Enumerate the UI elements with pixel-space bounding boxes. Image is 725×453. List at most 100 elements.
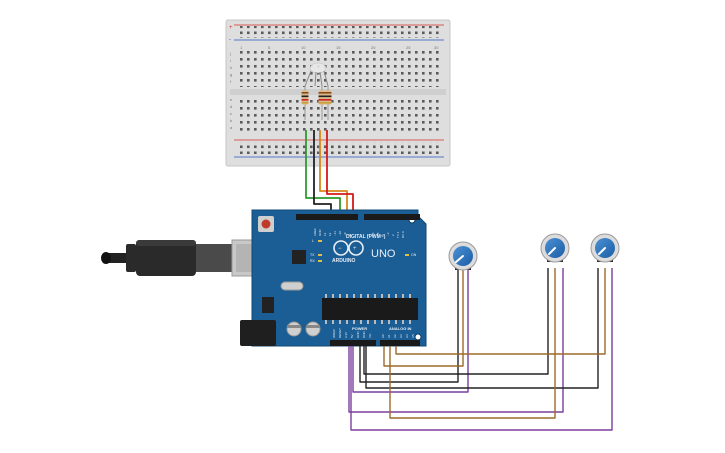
- pin-label-a4: A4: [405, 334, 409, 338]
- wire-5v-pot3[interactable]: [350, 268, 613, 431]
- pin-label-vin: Vin: [368, 333, 372, 338]
- pin-label-tx: TX 1: [396, 231, 400, 238]
- row-letter-j: j: [229, 51, 231, 56]
- led-on-label: ON: [411, 253, 417, 257]
- col-num-25: 25: [406, 45, 411, 50]
- pin-label-13: 13: [323, 232, 327, 236]
- pin-label-8: 8: [348, 234, 352, 236]
- pin-label-4: 4: [381, 234, 385, 236]
- crystal: [280, 281, 304, 291]
- capacitor: [305, 321, 321, 337]
- wire-5v-pot1[interactable]: [352, 268, 469, 393]
- reset-button[interactable]: [258, 216, 274, 232]
- pin-label-gnd1: GND: [356, 331, 360, 339]
- col-num-15: 15: [336, 45, 341, 50]
- pin-label-gnd2: GND: [362, 331, 366, 339]
- led-on: [405, 254, 409, 256]
- pin-label-reset: RESET: [338, 328, 342, 338]
- pin-label-a2: A2: [393, 334, 397, 338]
- wire-5v-pot2[interactable]: [348, 268, 564, 413]
- wire-gnd-pot1[interactable]: [359, 268, 459, 383]
- pin-label-3: ~3: [386, 232, 390, 236]
- led-tx: [318, 254, 322, 256]
- capacitor: [286, 321, 302, 337]
- resistor-1[interactable]: [301, 86, 309, 120]
- pin-label-rx: RX 0: [401, 231, 405, 238]
- pin-label-5: ~5: [376, 232, 380, 236]
- potentiometer-1[interactable]: [448, 241, 478, 271]
- wire-a0-pot1[interactable]: [383, 268, 464, 367]
- wire-gnd-pot3[interactable]: [365, 268, 599, 389]
- rail-minus-label: -: [229, 37, 231, 43]
- wire-gnd-pot2[interactable]: [363, 268, 549, 375]
- wire-a2-pot3[interactable]: [395, 268, 606, 355]
- upper-terminal-strip[interactable]: [236, 51, 440, 87]
- wire-a1-pot2[interactable]: [389, 268, 556, 419]
- col-num-30: 30: [434, 45, 439, 50]
- pin-label-10: ~10: [338, 231, 342, 236]
- wire-orange[interactable]: [319, 130, 348, 216]
- pin-label-a0: A0: [381, 334, 385, 338]
- top-power-rail[interactable]: + -: [229, 24, 444, 43]
- wire-red[interactable]: [326, 130, 354, 216]
- led-rx-label: RX: [310, 259, 316, 263]
- col-num-20: 20: [371, 45, 376, 50]
- digital-label: DIGITAL (PWM~): [346, 234, 386, 240]
- potentiometer-wires[interactable]: [348, 268, 613, 431]
- pin-label-a1: A1: [387, 334, 391, 338]
- bottom-power-rail[interactable]: [234, 139, 444, 158]
- lower-terminal-strip[interactable]: [236, 97, 440, 133]
- digital-header[interactable]: [296, 214, 420, 220]
- row-letter-e: e: [230, 97, 233, 102]
- arduino-logo: − +: [333, 240, 364, 256]
- led-l: [318, 240, 322, 242]
- pin-label-a3: A3: [399, 334, 403, 338]
- pin-label-6: ~6: [371, 232, 375, 236]
- row-letter-i: i: [230, 58, 231, 63]
- brand-label: ARDUINO: [332, 258, 355, 264]
- pin-label-12: 12: [328, 232, 332, 236]
- pin-label-gnd: GND: [318, 229, 322, 237]
- row-letter-d: d: [230, 104, 232, 109]
- mount-hole: [414, 333, 422, 341]
- digital-pin-labels: AREF GND 13 12 ~11 ~10 ~9 8 7 ~6 ~5 4 ~3…: [313, 228, 405, 238]
- row-letter-h: h: [230, 65, 232, 70]
- pin-label-7: 7: [366, 234, 370, 236]
- row-letter-b: b: [230, 118, 233, 123]
- col-num-10: 10: [301, 45, 306, 50]
- potentiometer-2[interactable]: [540, 233, 570, 263]
- col-num-1: 1: [240, 45, 243, 50]
- power-header[interactable]: [330, 340, 376, 346]
- led-rx: [318, 260, 322, 262]
- regulator: [262, 297, 274, 313]
- row-letter-f: f: [230, 79, 232, 84]
- usb-cable[interactable]: [101, 239, 273, 277]
- col-num-5: 5: [268, 45, 271, 50]
- svg-text:+: +: [353, 246, 357, 252]
- pin-label-ioref: IOREF: [332, 329, 336, 338]
- row-letter-c: c: [230, 111, 232, 116]
- power-label: POWER: [352, 326, 367, 331]
- breadboard[interactable]: + - 1 5 10 15 20 25 30 j i h g f e d c: [225, 19, 451, 167]
- resistor-2[interactable]: [318, 86, 326, 120]
- svg-text:−: −: [338, 246, 342, 252]
- power-jack[interactable]: [240, 320, 276, 346]
- pin-label-9: ~9: [343, 232, 347, 236]
- row-letter-a: a: [230, 125, 233, 130]
- pin-label-aref: AREF: [313, 228, 317, 236]
- usb-chip: [292, 250, 306, 264]
- rgb-led[interactable]: [304, 62, 329, 87]
- pin-label-a5: A5: [411, 334, 415, 338]
- analog-header[interactable]: [380, 340, 420, 346]
- microcontroller-chip: [322, 298, 418, 320]
- led-l-label: L: [312, 239, 314, 243]
- wire-green[interactable]: [305, 130, 341, 216]
- pin-label-2: 2: [391, 234, 395, 236]
- arduino-uno[interactable]: AREF GND 13 12 ~11 ~10 ~9 8 7 ~6 ~5 4 ~3…: [240, 209, 427, 347]
- potentiometer-3[interactable]: [590, 233, 620, 263]
- analog-label: ANALOG IN: [389, 326, 412, 331]
- rail-plus-label: +: [229, 25, 233, 31]
- resistor-3[interactable]: [324, 86, 332, 120]
- row-letters: j i h g f e d c b a: [229, 51, 233, 130]
